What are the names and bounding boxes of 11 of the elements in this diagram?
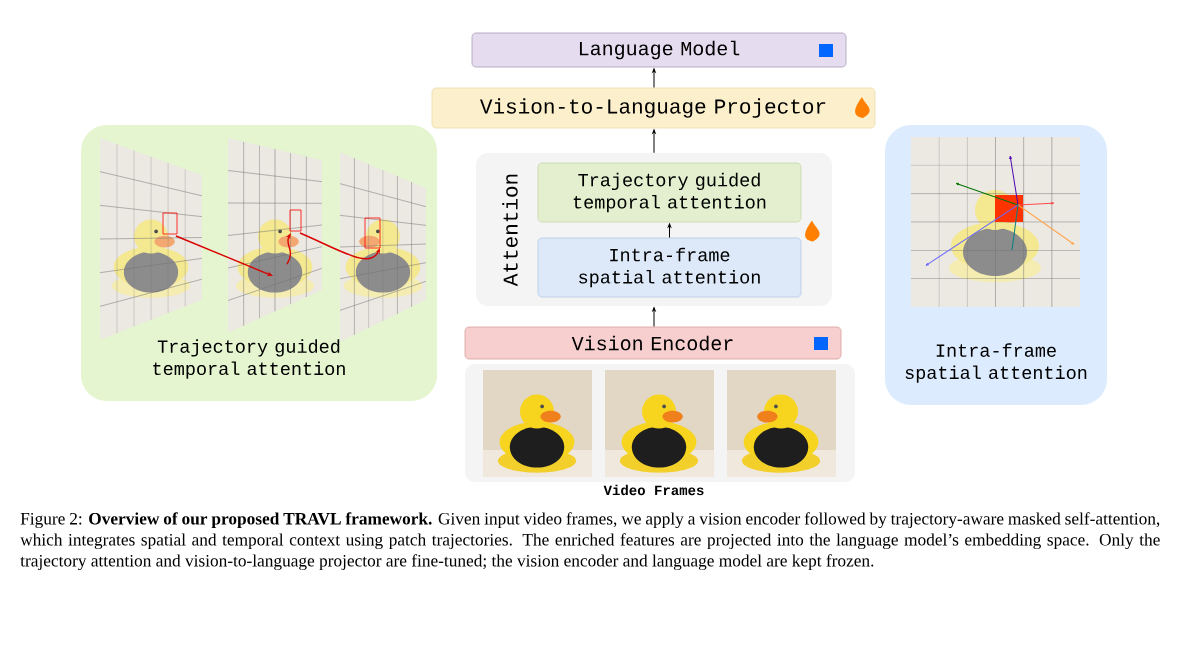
arrow: [652, 68, 656, 89]
process-box: Vision-to-Language Projector: [431, 87, 876, 129]
process-box: Intra-frame spatial attention: [537, 237, 802, 298]
node-label: Video Frames: [603, 484, 704, 496]
process-box: Trajectory guided temporal attention: [537, 162, 802, 223]
arrow: [652, 307, 656, 312]
process-box: Language Model: [471, 32, 847, 68]
process-box: Vision Encoder: [464, 326, 842, 360]
arrow: [667, 223, 672, 239]
caption-text: Figure 2: Overview of our proposed TRAVL framework. Given input video frames, we apply a vision encoder followed by trajectory-aware masked self-attention, which integrates spatial and temporal context using patch trajectories. The enriched features are projected into the language model’s embedding space. Only the trajectory attention and vision-to-language projector are fine-tuned; the vision encoder and language model are kept frozen.: [20, 512, 1160, 571]
arrow: [652, 129, 656, 154]
